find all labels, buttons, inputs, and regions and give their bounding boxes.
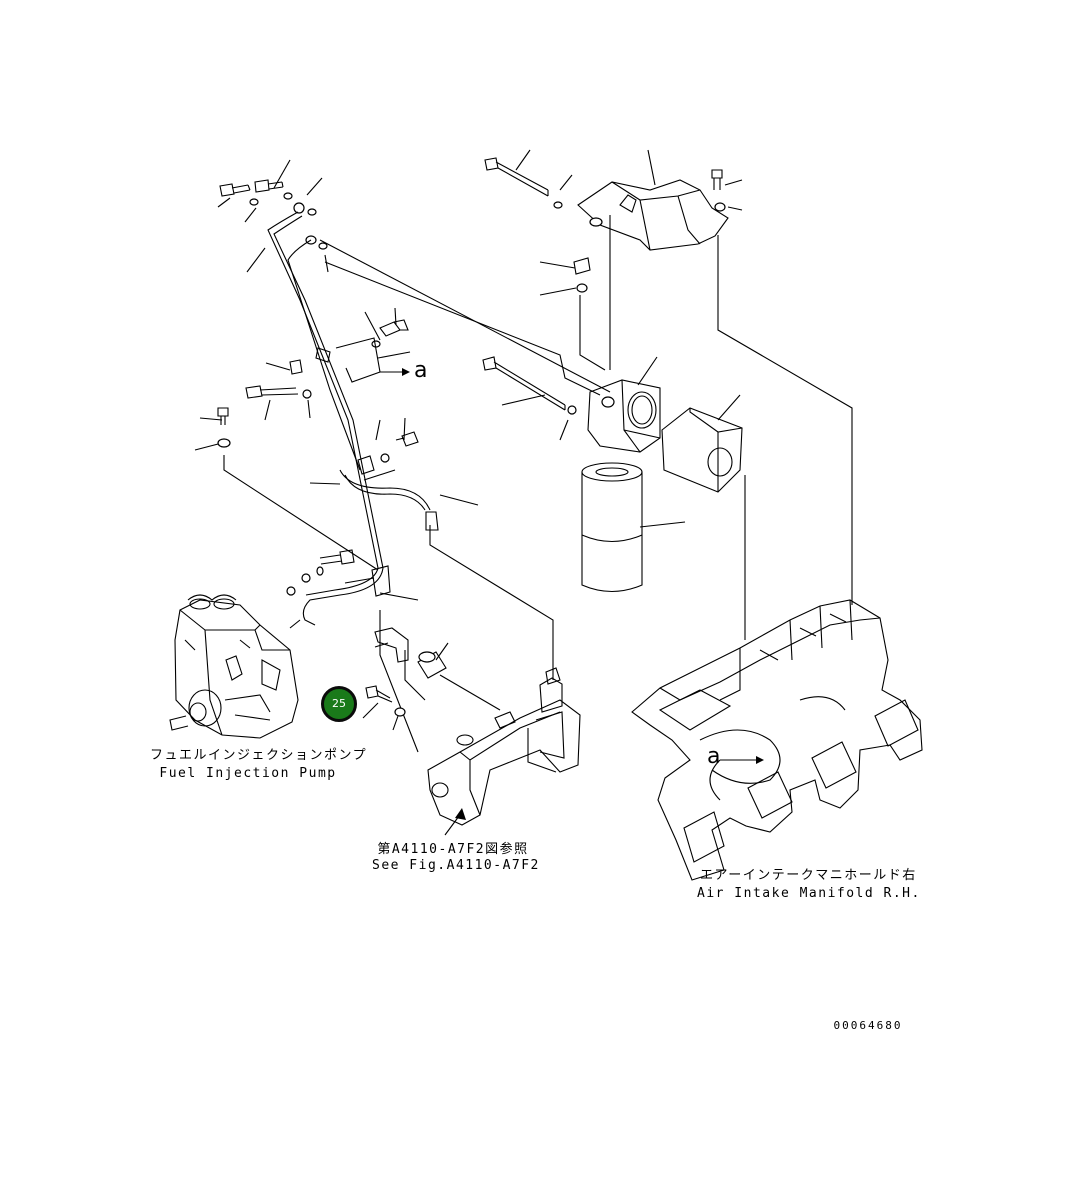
- bracket: [578, 180, 728, 250]
- reference-mark-a-lower: a: [707, 744, 721, 769]
- fuel-rail: [375, 628, 580, 825]
- air-intake-manifold-label-en: Air Intake Manifold R.H.: [697, 886, 921, 901]
- fuel-injection-pump: [170, 595, 298, 738]
- fuel-filter: [582, 463, 642, 592]
- leader-lines: [195, 150, 852, 835]
- air-intake-manifold-label-jp: エアーインテークマニホールド右: [700, 868, 917, 883]
- drawing-number: 00064680: [833, 1019, 903, 1032]
- fuel-injection-pump-label-en: Fuel Injection Pump: [159, 766, 337, 781]
- callout-badge-25[interactable]: 25: [321, 686, 357, 722]
- see-figure-reference-jp: 第A4110-A7F2図参照: [377, 842, 529, 857]
- reference-mark-a-upper: a: [414, 358, 428, 383]
- fuel-injection-pump-label-jp: フュエルインジェクションポンプ: [150, 748, 368, 763]
- fuel-pipes: [268, 212, 438, 625]
- reference-arrows: [380, 368, 764, 820]
- adapter-block: [662, 408, 742, 492]
- fasteners: [218, 158, 725, 716]
- see-figure-reference-en: See Fig.A4110-A7F2: [372, 858, 540, 873]
- air-intake-manifold: [632, 600, 922, 880]
- filter-head: [588, 380, 660, 452]
